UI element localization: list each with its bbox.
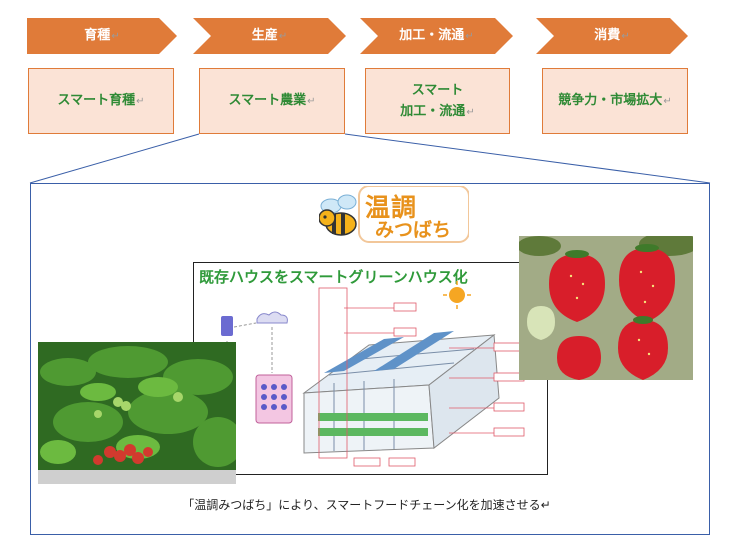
detail-panel <box>30 183 710 535</box>
flow-stage-consumption: 消費↵ <box>536 18 688 54</box>
flow-stage-breeding: 育種↵ <box>27 18 177 54</box>
cloud-icon <box>256 311 288 324</box>
greenhouse-illustration <box>221 281 525 467</box>
onchou-mitsubachi-logo: 温調 みつばち <box>319 186 469 244</box>
diagram-title: 既存ハウスをスマートグリーンハウス化 <box>199 268 468 286</box>
bee-icon <box>319 186 469 243</box>
flow-stage-label: 加工・流通 <box>399 28 465 43</box>
stage-box-market-expansion: 競争力・市場拡大↵ <box>542 68 688 134</box>
greenhouse-diagram: 既存ハウスをスマートグリーンハウス化 <box>193 262 548 475</box>
smartphone-icon <box>221 316 233 336</box>
chevron-arrow-icon <box>536 18 688 54</box>
chevron-arrow-icon <box>360 18 513 54</box>
strawberry-photo <box>519 236 693 380</box>
tomato-photo-image <box>38 342 236 484</box>
chevron-arrow-icon <box>193 18 346 54</box>
chevron-arrow-icon <box>27 18 177 54</box>
flow-stage-processing: 加工・流通↵ <box>360 18 513 54</box>
stage-box-smart-processing: スマート 加工・流通↵ <box>365 68 510 134</box>
stage-box-smart-breeding: スマート育種↵ <box>28 68 174 134</box>
flow-stage-label: 消費 <box>594 28 621 43</box>
stage-box-smart-agriculture: スマート農業↵ <box>199 68 345 134</box>
flow-stage-label: 育種 <box>84 28 111 43</box>
logo-title: 温調 <box>365 193 418 222</box>
flow-stage-production: 生産↵ <box>193 18 346 54</box>
sun-icon <box>449 287 465 303</box>
logo-subtitle: みつばち <box>375 219 452 241</box>
caption-text: 「温調みつばち」により、スマートフードチェーン化を加速させる↵ <box>182 498 551 512</box>
sun-rays-icon <box>443 281 471 309</box>
tomato-plants-photo <box>38 342 236 484</box>
flow-stage-label: 生産 <box>251 28 278 43</box>
strawberry-photo-image <box>519 236 693 380</box>
